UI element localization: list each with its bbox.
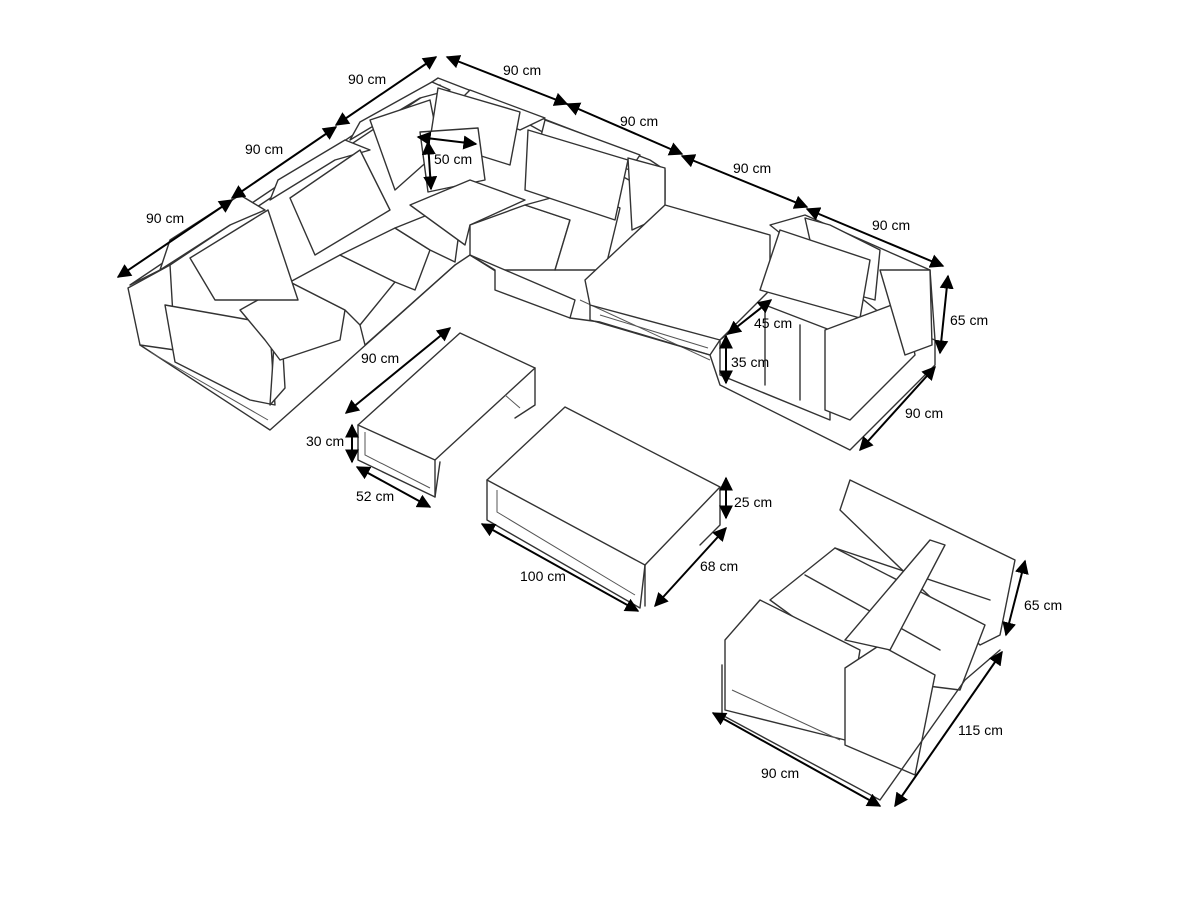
dim-pillow-height-arrow — [421, 140, 438, 191]
dim-sofa-depth-arrow — [859, 365, 936, 452]
dim-side-table-length-arrow — [344, 327, 452, 414]
label-back-top-1: 90 cm — [503, 62, 541, 78]
label-back-left-2: 90 cm — [245, 141, 283, 157]
dimension-lines — [116, 55, 1029, 808]
label-pillow-size: 50 cm — [434, 151, 472, 167]
dim-side-table-depth-arrow — [355, 466, 432, 508]
label-coffee-height: 25 cm — [734, 494, 772, 510]
label-back-left-3: 90 cm — [146, 210, 184, 226]
sectional-sofa — [127, 77, 936, 451]
label-coffee-depth: 68 cm — [700, 558, 738, 574]
label-lounger-width: 90 cm — [761, 765, 799, 781]
label-back-left-1: 90 cm — [348, 71, 386, 87]
dim-lounger-height-arrow — [1002, 559, 1029, 637]
label-side-table-depth: 52 cm — [356, 488, 394, 504]
label-coffee-length: 100 cm — [520, 568, 566, 584]
dim-coffee-depth-arrow — [654, 526, 727, 608]
label-side-table-height: 30 cm — [306, 433, 344, 449]
dim-back-top-3-arrow — [680, 154, 809, 209]
label-seat-height: 35 cm — [731, 354, 769, 370]
label-back-top-3: 90 cm — [733, 160, 771, 176]
dim-lounger-length-arrow — [894, 650, 1003, 808]
label-back-top-2: 90 cm — [620, 113, 658, 129]
dim-back-left-1-arrow — [334, 56, 438, 126]
label-sofa-depth: 90 cm — [905, 405, 943, 421]
label-side-table-length: 90 cm — [361, 350, 399, 366]
dim-back-top-2-arrow — [565, 102, 684, 156]
dim-back-top-4-arrow — [805, 207, 945, 268]
dim-lounger-width-arrow — [711, 712, 882, 807]
dimension-text: 90 cm 90 cm 90 cm 90 cm 90 cm 90 cm 90 c… — [146, 62, 1062, 781]
dim-back-left-2-arrow — [230, 126, 338, 199]
dim-back-left-3-arrow — [116, 199, 234, 278]
label-backrest-height: 45 cm — [754, 315, 792, 331]
label-back-top-4: 90 cm — [872, 217, 910, 233]
label-lounger-length: 115 cm — [958, 722, 1003, 738]
dim-sofa-height-arrow — [934, 274, 954, 355]
dim-backrest-arrow — [726, 299, 773, 335]
dim-coffee-length-arrow — [480, 523, 640, 612]
label-sofa-height: 65 cm — [950, 312, 988, 328]
dim-back-top-1-arrow — [445, 55, 569, 106]
lounger — [721, 479, 1016, 801]
label-lounger-height: 65 cm — [1024, 597, 1062, 613]
dim-pillow-width-arrow — [416, 131, 478, 150]
